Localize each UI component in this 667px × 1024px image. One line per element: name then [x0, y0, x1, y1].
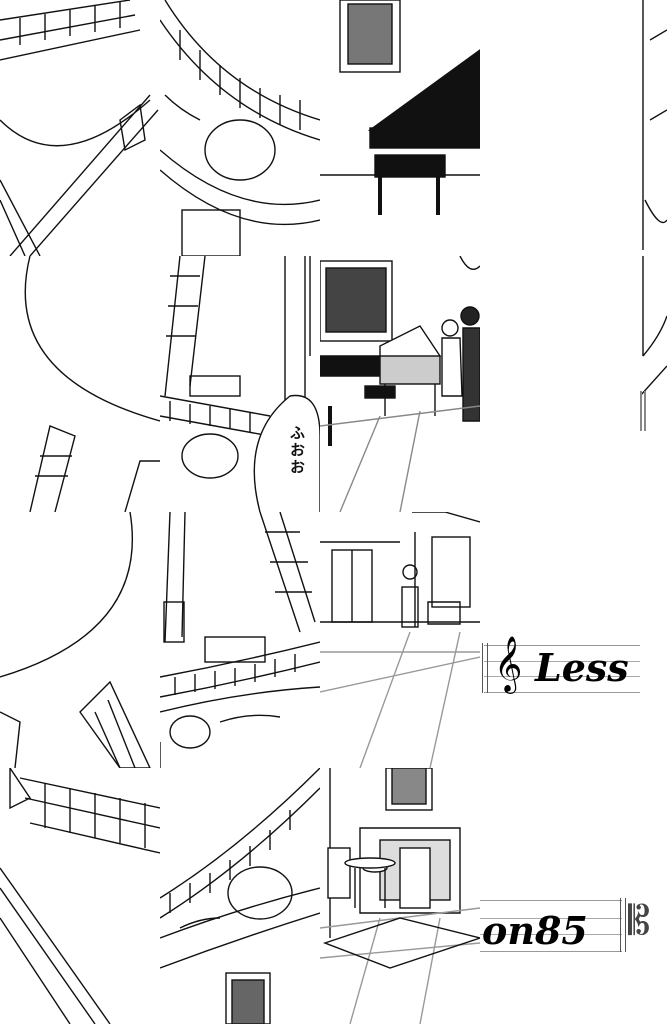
tile-blank: [480, 0, 640, 256]
double-barline-icon: [482, 643, 488, 693]
tile-oval-columns: [0, 512, 160, 768]
tile-sitting-room: [320, 768, 480, 1024]
music-staff: [480, 900, 622, 952]
music-staff: [484, 645, 640, 693]
title-fragment-less: Less: [535, 645, 629, 690]
tile-balcony-bubble: [160, 256, 320, 512]
tile-edge-fragment: [640, 256, 667, 512]
tile-hall-interior: [320, 512, 480, 768]
tile-dome-windows-2: [0, 768, 160, 1024]
tile-balcony: [160, 0, 320, 256]
treble-clef-icon: 𝄞: [494, 636, 523, 692]
tile-dome-windows: [0, 0, 160, 256]
tile-oval-ceiling: [0, 256, 160, 512]
tile-piano-people: [320, 256, 480, 512]
tile-title-less: [480, 512, 640, 768]
tile-blank: [480, 256, 640, 512]
tile-edge-fragment: [640, 0, 667, 256]
double-barline-icon: [620, 898, 626, 952]
tile-balcony-2: [160, 768, 320, 1024]
tile-title-on85: [480, 768, 640, 1024]
speech-bubble-text: ふおお: [288, 425, 306, 476]
title-fragment-on85: on85: [482, 908, 588, 953]
alto-clef-fragment-icon: 𝄡: [628, 898, 651, 944]
tile-piano-portrait: [320, 0, 480, 256]
tile-dome-balcony: [160, 512, 320, 768]
